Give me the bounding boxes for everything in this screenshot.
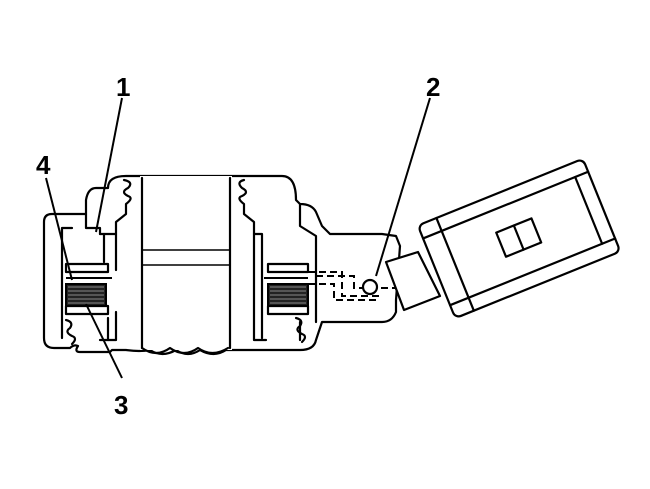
connector-neck: [384, 250, 442, 312]
left-shoulder: [84, 212, 102, 236]
right-seal-bottom-ring: [266, 304, 310, 316]
right-seal-top-ring: [266, 262, 310, 274]
connector-face-line: [435, 216, 475, 312]
right-bottom-groove: [294, 316, 307, 344]
left-bottom-groove: [64, 318, 77, 346]
right-seal-hatch: [270, 286, 306, 304]
connector-bottom-rib: [448, 237, 617, 307]
left-top-groove: [114, 178, 132, 236]
right-top-groove: [238, 178, 256, 236]
callout-4: 4: [36, 150, 51, 180]
leader-4: [45, 177, 73, 281]
left-seal-top-ring: [64, 262, 110, 274]
connector-end-line: [574, 175, 604, 245]
left-cavity-inner: [102, 232, 110, 342]
left-cavity: [60, 226, 118, 342]
connector-top-rib: [421, 170, 590, 240]
vent-port: [361, 278, 379, 296]
callout-2: 2: [426, 72, 440, 102]
bottom-scallop: [140, 346, 230, 355]
leader-2: [375, 97, 431, 277]
callout-1: 1: [116, 72, 130, 102]
connector-latch-divider: [512, 224, 525, 251]
leader-3: [85, 303, 123, 379]
right-cavity: [252, 232, 268, 342]
center-cylinder-fill: [140, 176, 232, 350]
electrical-connector: [418, 159, 620, 318]
left-seal-hatch: [68, 286, 104, 304]
callout-3: 3: [114, 390, 128, 420]
leader-1: [95, 97, 123, 233]
